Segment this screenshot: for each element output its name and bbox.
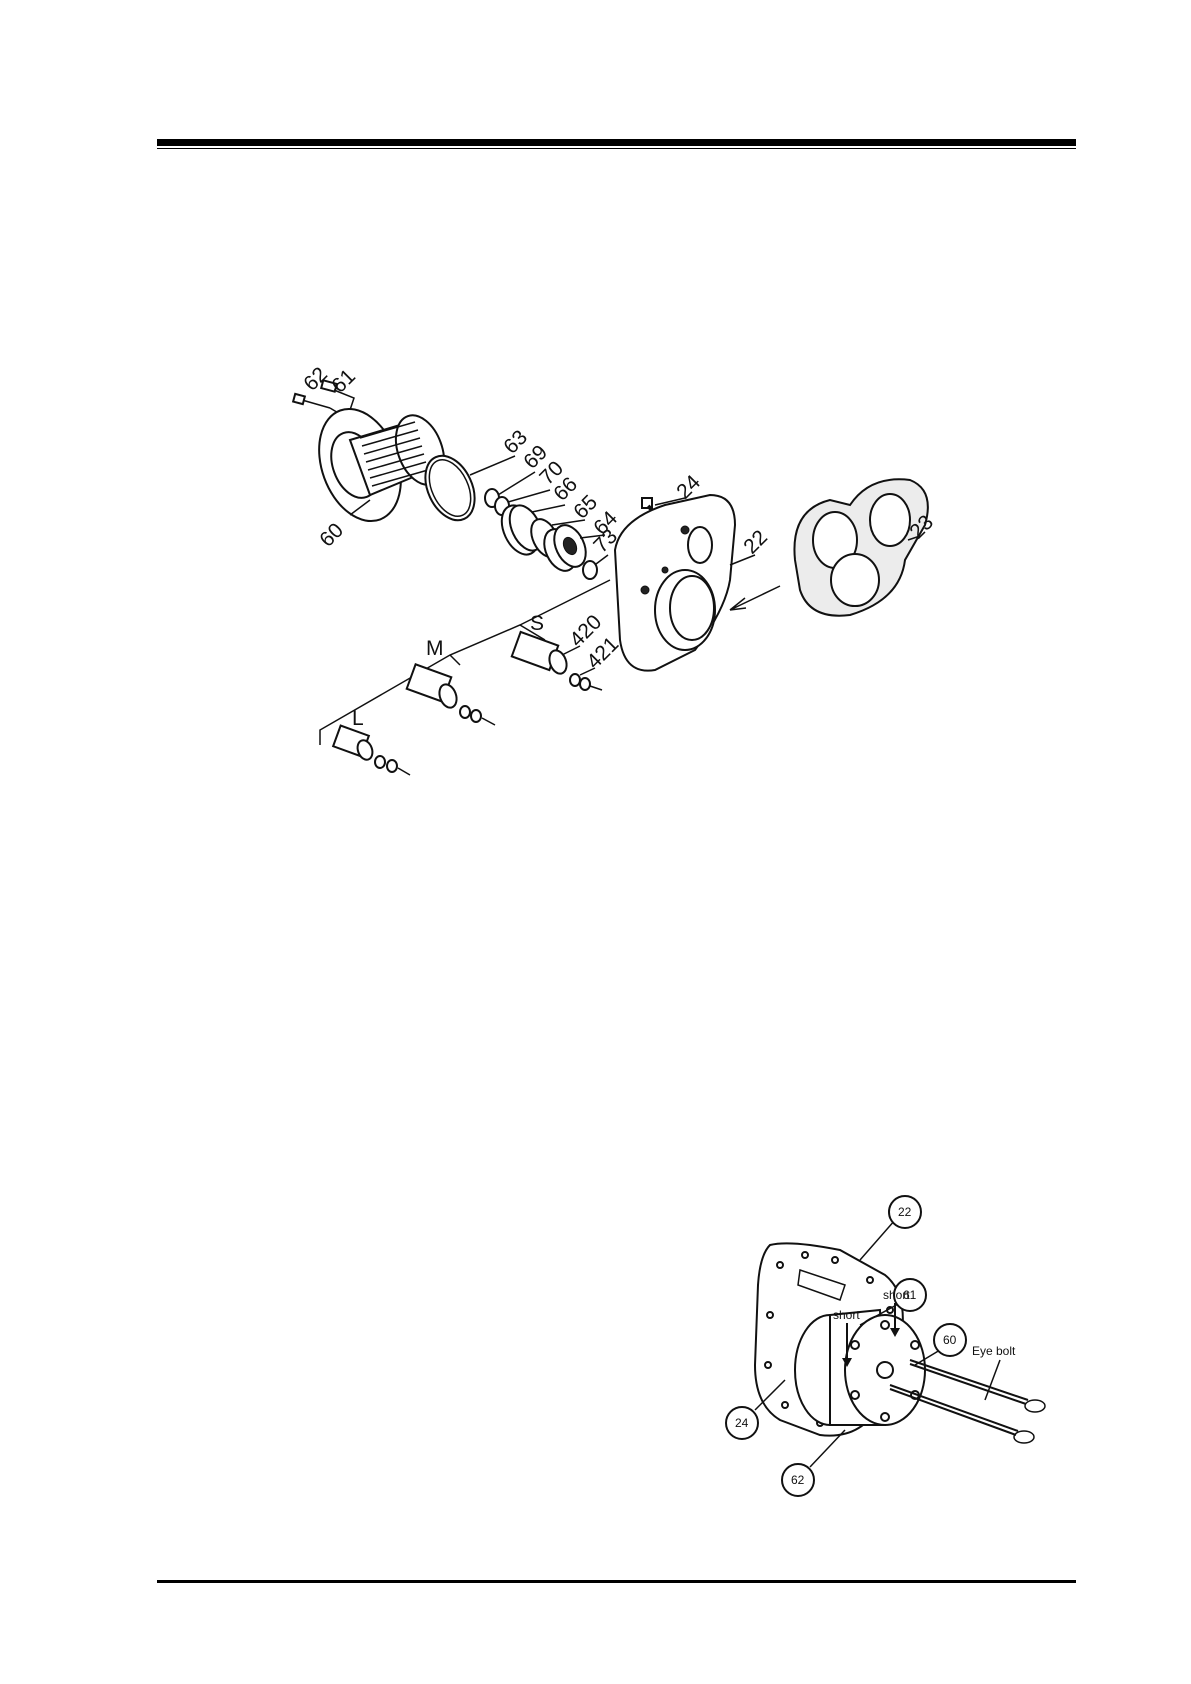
size-label-m: M: [426, 637, 444, 660]
hub-assembly: [795, 1310, 925, 1425]
short-label-1: short: [833, 1308, 860, 1322]
spline-sleeve-s: [512, 632, 570, 676]
label-60: 60: [315, 519, 348, 552]
spline-sleeve-m: [407, 664, 460, 710]
spline-sleeve-l: [333, 726, 375, 762]
footer-rule: [157, 1580, 1076, 1583]
callout-24: 24: [735, 1416, 749, 1430]
label-22: 22: [739, 526, 772, 559]
label-61: 61: [327, 365, 360, 398]
bolt-62: [293, 394, 330, 408]
header-rule: [157, 139, 1076, 146]
eye-bolt-label: Eye bolt: [972, 1344, 1016, 1358]
ring-73: [583, 561, 597, 579]
callout-22: 22: [898, 1205, 912, 1219]
header-rule-thin: [157, 148, 1076, 149]
end-cover-22: [615, 495, 735, 671]
gasket-23: [794, 479, 927, 615]
callout-62: 62: [791, 1473, 805, 1487]
short-label-2: short: [883, 1288, 910, 1302]
size-label-l: L: [352, 707, 364, 730]
exploded-parts-diagram: 62 61 60 63 69 70 66 65 64: [290, 350, 1010, 810]
callout-60: 60: [943, 1333, 957, 1347]
size-label-s: S: [530, 612, 544, 635]
assembly-diagram: 22 61 60 24 62 short short Eye bolt: [710, 1195, 1080, 1545]
